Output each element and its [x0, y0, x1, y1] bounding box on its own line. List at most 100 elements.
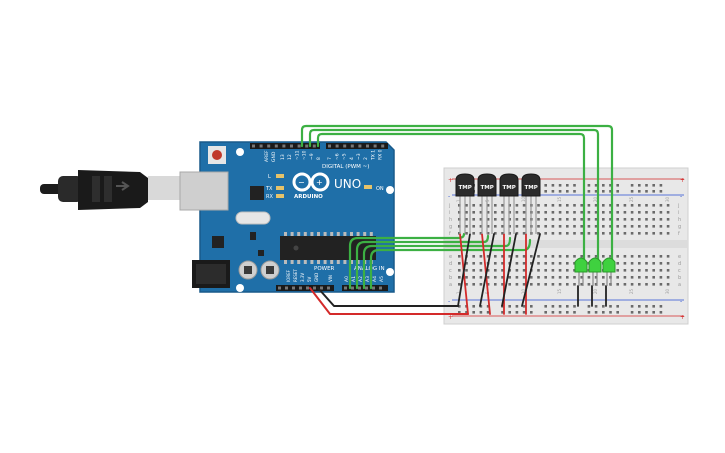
tmp36-sensor[interactable]: TMP [499, 173, 519, 234]
reset-button-cap [212, 150, 222, 160]
wire-red-5v[interactable] [309, 287, 469, 315]
crystal [235, 211, 271, 225]
wire-green[interactable] [355, 234, 490, 290]
wire-black-gnd[interactable] [317, 287, 459, 307]
green-led[interactable] [588, 257, 602, 286]
row-letter: g [678, 224, 681, 230]
label-analog-in: ANALOG IN [354, 266, 385, 272]
digital-pin-label: ~6 [334, 153, 340, 160]
column-number: 30 [665, 288, 670, 294]
row-letter: j [448, 203, 450, 209]
svg-text:−: − [298, 178, 305, 187]
tmp36-sensor[interactable]: TMP [521, 173, 541, 234]
analog-pin-label: A3 [365, 276, 371, 282]
rail-plus-label: + [448, 177, 453, 184]
label-rx: RX [266, 194, 273, 200]
column-number: 1 [456, 291, 461, 294]
wire-black[interactable] [457, 233, 471, 307]
analog-pin-label: A4 [372, 276, 378, 282]
digital-pin-label: ~9 [309, 153, 315, 160]
wire-black[interactable] [501, 233, 517, 307]
row-letter: d [449, 261, 452, 267]
label-5v: 5V [307, 276, 312, 282]
digital-pin-label: 2 [363, 157, 369, 160]
led-on [364, 185, 372, 189]
rail-minus-label: - [680, 298, 682, 305]
led-body [574, 257, 588, 273]
mount-hole [236, 148, 244, 156]
rail-minus-label: - [680, 193, 682, 200]
column-number: 10 [521, 288, 526, 294]
row-letter: f [449, 231, 451, 237]
row-letter: b [449, 275, 452, 281]
tmp36-sensor[interactable]: TMP [455, 173, 475, 234]
tmp36-sensor[interactable]: TMP [477, 173, 497, 234]
column-number: 10 [521, 196, 526, 202]
usb-icon [116, 181, 130, 191]
digital-pin-label: 4 [349, 157, 355, 160]
row-letter: g [449, 224, 452, 230]
row-letter: e [449, 254, 452, 260]
row-letter: c [449, 268, 452, 274]
label-tx: TX [265, 186, 273, 192]
row-letter: f [678, 231, 680, 237]
wire-black[interactable] [479, 233, 495, 307]
digital-pin-label: ~3 [356, 153, 362, 160]
led-body [588, 257, 602, 273]
mount-hole [236, 284, 244, 292]
row-letter: e [678, 254, 681, 260]
svg-text:+: + [316, 178, 323, 187]
green-led[interactable] [602, 257, 616, 286]
green-led[interactable] [574, 257, 588, 286]
mount-hole [386, 186, 394, 194]
analog-pin-label: A0 [344, 276, 350, 282]
digital-header-low [326, 143, 388, 149]
row-letter: h [449, 217, 452, 223]
regulator [212, 236, 224, 248]
tmp-sensor-body [521, 173, 541, 197]
wire-green[interactable] [308, 128, 600, 264]
wire-green[interactable] [316, 132, 586, 264]
column-number: 30 [665, 196, 670, 202]
tmp-sensor-body [477, 173, 497, 197]
column-number: 20 [593, 196, 598, 202]
tmp-sensor-label: TMP [525, 185, 538, 191]
wire-green[interactable] [362, 236, 512, 290]
digital-pin-label: 13 [280, 154, 286, 160]
rail-plus-label: + [680, 177, 685, 184]
row-letter: j [677, 203, 679, 209]
wire-black[interactable] [521, 233, 541, 307]
usb-plug-metal [148, 176, 180, 200]
label-gnd: GND [271, 151, 277, 162]
row-letter: b [678, 275, 681, 281]
row-letter: i [449, 210, 450, 216]
power-header [276, 285, 334, 291]
column-number: 25 [629, 288, 634, 294]
rail-plus-label: + [680, 314, 685, 321]
mount-hole [386, 268, 394, 276]
label-ioref: IOREF [286, 269, 291, 282]
wire-green[interactable] [369, 238, 532, 290]
wire-green[interactable] [348, 232, 466, 290]
usb-cable[interactable] [40, 170, 180, 210]
arduino-logo-icon: − + [292, 172, 330, 192]
label-digital: DIGITAL (PWM ~) [322, 164, 369, 170]
column-number: 1 [456, 199, 461, 202]
row-letter: d [678, 261, 681, 267]
tmp-sensor-body [499, 173, 519, 197]
label-power: POWER [314, 266, 335, 272]
label-vin: VIN [328, 275, 333, 282]
led-tx [276, 186, 284, 190]
digital-pin-label: ~10 [302, 150, 308, 160]
label-l: L [268, 174, 271, 180]
row-letter: i [678, 210, 679, 216]
breadboard-center-channel [444, 240, 688, 248]
wire-green[interactable] [300, 124, 614, 264]
usb-cable-collar [58, 176, 82, 202]
led-rx [276, 194, 284, 198]
row-letter: h [678, 217, 681, 223]
tmp-sensor-body [455, 173, 475, 197]
led-l [276, 174, 284, 178]
